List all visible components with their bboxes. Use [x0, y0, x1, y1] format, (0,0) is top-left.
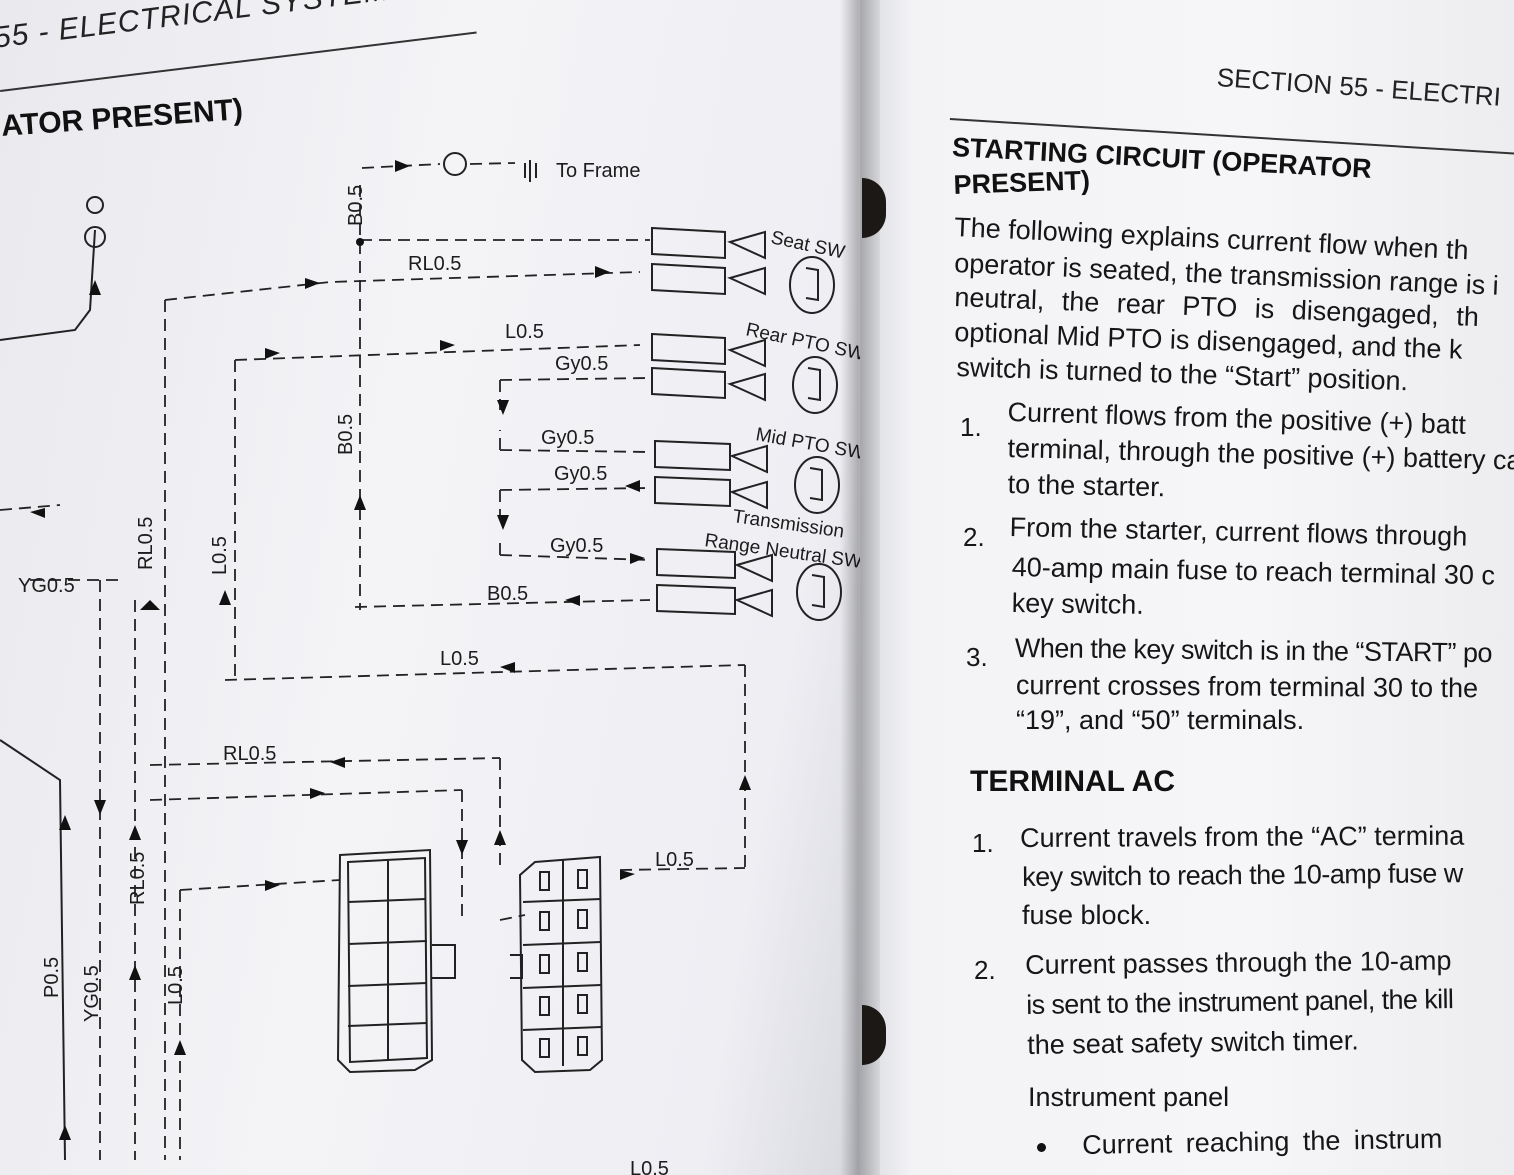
subheading: Instrument panel	[1028, 1082, 1230, 1112]
wire-label: P0.5	[41, 957, 63, 998]
flow-arrows	[30, 160, 751, 1140]
connector-block-left	[336, 848, 456, 1074]
step-number: 2.	[974, 955, 996, 985]
wire-label: L0.5	[209, 536, 231, 575]
frame-connector-icon	[443, 152, 467, 176]
step-line: key switch.	[1011, 588, 1145, 620]
wire-label: YG0.5	[18, 575, 75, 597]
step-line: current crosses from terminal 30 to the	[1015, 670, 1479, 704]
junction-dot	[356, 238, 364, 246]
wire-label: Gy0.5	[554, 463, 607, 485]
wire-label: L0.5	[440, 648, 479, 670]
switch-icons	[789, 256, 842, 621]
wiring-diagram: To Frame Seat SW Rear PTO SW Mid PTO SW …	[0, 152, 860, 1175]
step-line: the seat safety switch timer.	[1027, 1025, 1360, 1060]
wire-label: RL0.5	[135, 517, 157, 570]
step-line: Current passes through the 10-amp	[1025, 945, 1452, 980]
page-gutter	[840, 0, 880, 1175]
bullet-icon	[1037, 1143, 1046, 1152]
step-line: When the key switch is in the “START” po	[1014, 633, 1493, 668]
wire-label: B0.5	[335, 414, 357, 455]
wire-label: RL0.5	[127, 852, 149, 905]
wire-label: Gy0.5	[541, 427, 594, 449]
wire-label: RL0.5	[408, 253, 461, 275]
right-page-header: SECTION 55 - ELECTRI	[1215, 62, 1502, 112]
step-line: key switch to reach the 10-amp fuse w	[1022, 858, 1463, 892]
wire-label: RL0.5	[223, 743, 276, 765]
wire-label: L0.5	[505, 321, 544, 343]
step-line: “19”, and “50” terminals.	[1016, 705, 1305, 735]
step-line: is sent to the instrument panel, the kil…	[1026, 984, 1454, 1020]
switch-contacts	[651, 226, 773, 618]
step-line: fuse block.	[1022, 900, 1152, 930]
wire-label: B0.5	[487, 583, 528, 605]
step-number: 2.	[963, 522, 985, 552]
wire-label: Gy0.5	[555, 353, 608, 375]
solid-lines	[0, 160, 537, 1161]
wire-label: L0.5	[630, 1158, 669, 1175]
section-title-line2: PRESENT)	[953, 165, 1091, 200]
step-line: to the starter.	[1007, 469, 1166, 503]
terminal-icon	[86, 196, 104, 214]
terminal-icon	[84, 226, 106, 248]
wire-label: Gy0.5	[550, 535, 603, 557]
bullet-text: Current reaching the instrum	[1082, 1123, 1443, 1160]
wire-paths	[0, 162, 746, 1160]
connector-block-right	[510, 855, 604, 1074]
right-page: SECTION 55 - ELECTRI STARTING CIRCUIT (O…	[860, 0, 1514, 1175]
to-frame-label: To Frame	[556, 160, 640, 182]
step-line: From the starter, current flows through	[1009, 512, 1468, 552]
wire-label: L0.5	[655, 849, 694, 871]
wire-label: L0.5	[165, 966, 187, 1005]
wire-label: B0.5	[345, 185, 367, 226]
section-title: TERMINAL AC	[970, 765, 1175, 798]
step-number: 1.	[960, 412, 982, 442]
step-line: Current travels from the “AC” termina	[1020, 820, 1465, 853]
left-page: 55 - ELECTRICAL SYSTEM - CHAPTER 1 ATOR …	[0, 0, 860, 1175]
wire-label: YG0.5	[81, 965, 103, 1022]
step-number: 1.	[972, 828, 994, 858]
step-line: 40-amp main fuse to reach terminal 30 c	[1011, 552, 1496, 591]
step-number: 3.	[966, 642, 988, 672]
